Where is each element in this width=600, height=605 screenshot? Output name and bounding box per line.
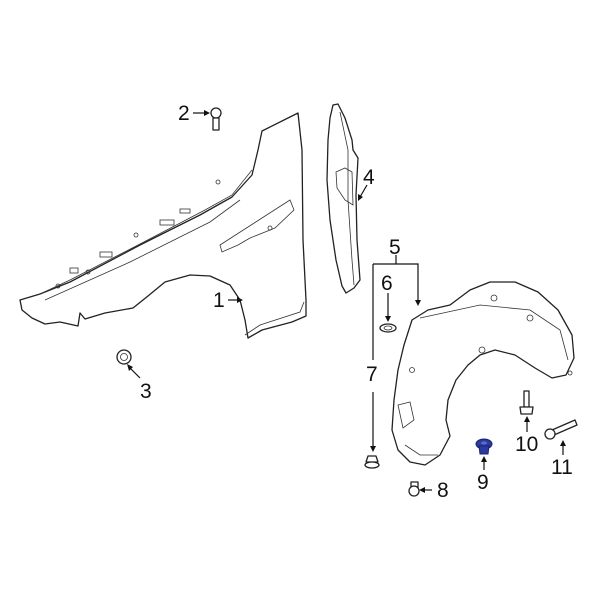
callout-11[interactable]: 11 (551, 456, 573, 479)
clip-7-part (364, 455, 380, 469)
screw-11-part (544, 419, 578, 440)
callout-3[interactable]: 3 (140, 380, 152, 403)
callout-1[interactable]: 1 (213, 289, 225, 312)
callout-8[interactable]: 8 (437, 479, 449, 502)
callout-4[interactable]: 4 (363, 166, 375, 189)
callout-6[interactable]: 6 (381, 272, 393, 295)
bolt-10-part (519, 390, 534, 415)
nut-9-part-highlighted (475, 438, 493, 455)
callout-10[interactable]: 10 (515, 433, 539, 456)
callout-9[interactable]: 9 (477, 471, 489, 494)
fender-liner-part (391, 281, 575, 466)
grommet-6-part (379, 323, 397, 333)
callout-2[interactable]: 2 (178, 102, 190, 125)
callout-5[interactable]: 5 (389, 236, 401, 259)
insulator-part (326, 103, 361, 294)
bolt-8-part (408, 481, 420, 497)
nut-3-part (116, 349, 132, 365)
callout-7[interactable]: 7 (366, 363, 378, 386)
fender-part (19, 112, 307, 339)
bolt-2-part (210, 107, 222, 131)
leader-lines (127, 110, 566, 493)
